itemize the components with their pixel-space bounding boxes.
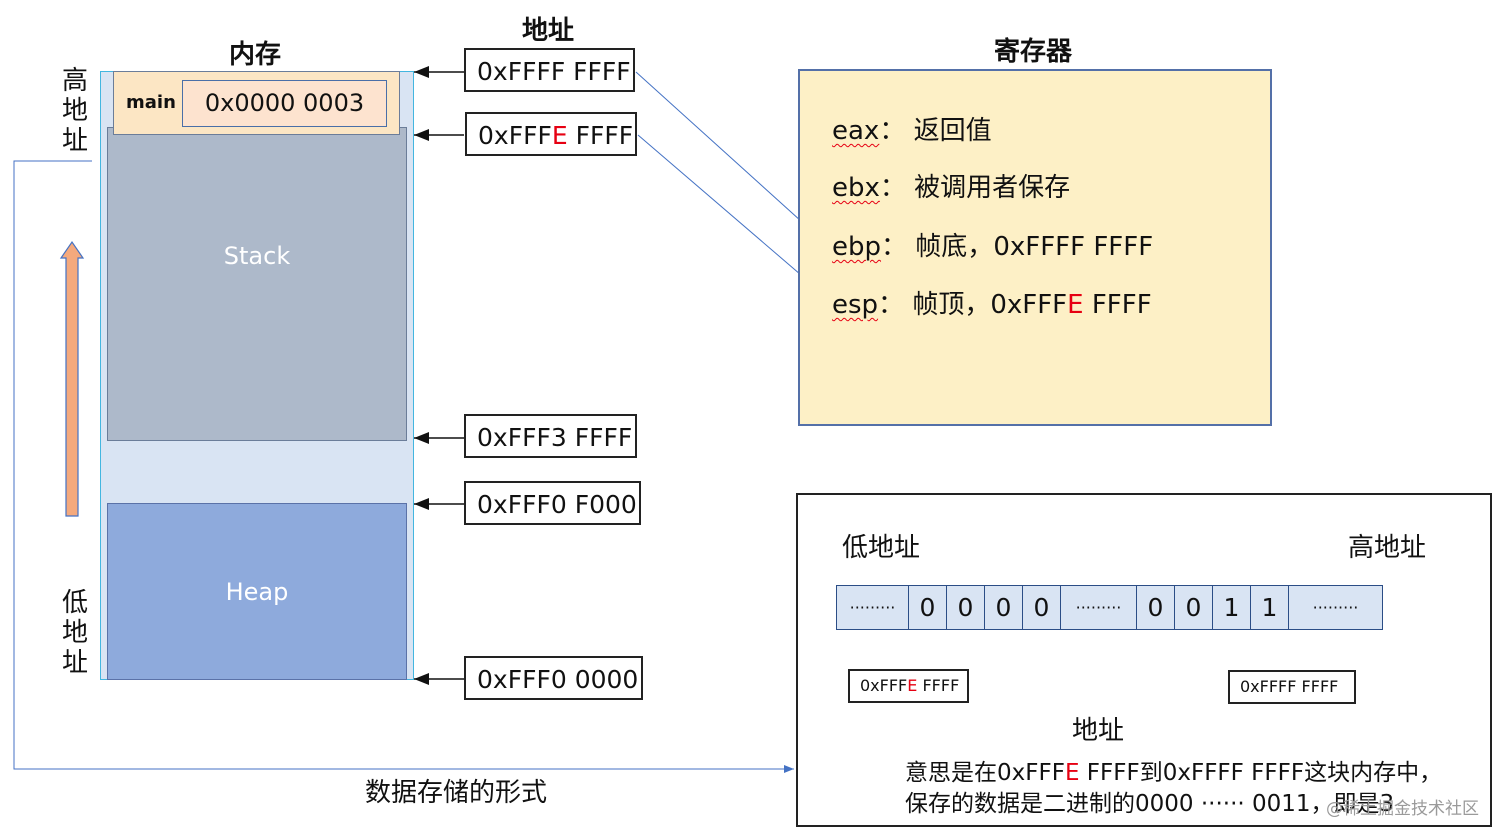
registers-box xyxy=(798,69,1272,426)
low-address-label: 低 地 址 xyxy=(61,588,88,678)
memory-cell: 1 xyxy=(1213,586,1251,629)
high-address-text: 高地址 xyxy=(1348,533,1427,563)
main-frame-value: 0x0000 0003 xyxy=(182,80,387,127)
memory-cell: 1 xyxy=(1251,586,1289,629)
memory-title: 内存 xyxy=(229,40,282,70)
registers-title: 寄存器 xyxy=(994,37,1073,67)
memory-cell: 0 xyxy=(909,586,947,629)
memory-cells: ········· 0 0 0 0 ········· 0 0 1 1 ····… xyxy=(836,585,1383,630)
esp-link-arrow xyxy=(637,134,823,294)
low-address-text: 低地址 xyxy=(842,533,921,563)
memory-cell: ········· xyxy=(1061,586,1137,629)
memory-cell: 0 xyxy=(947,586,985,629)
register-eax: eax： 返回值 xyxy=(832,116,992,146)
address-box: 0xFFF3 FFFF xyxy=(464,414,637,458)
ebp-link-arrow xyxy=(635,71,823,241)
memory-cell: ········· xyxy=(1312,598,1359,617)
memory-cell: 0 xyxy=(1023,586,1061,629)
memory-cell: 0 xyxy=(985,586,1023,629)
watermark: @稀土掘金技术社区 xyxy=(1326,799,1479,819)
high-address-label: 高 地 址 xyxy=(61,66,88,156)
storage-link-arrow xyxy=(13,160,794,773)
memory-cell: 0 xyxy=(1137,586,1175,629)
explanation-line-2: 保存的数据是二进制的0000 ······ 0011，即是3 xyxy=(905,791,1395,817)
address-caption: 地址 xyxy=(1072,716,1125,746)
heap-label: Heap xyxy=(225,578,289,606)
explanation-line-1: 意思是在0xFFFE FFFF到0xFFFF FFFF这块内存中， xyxy=(905,760,1443,786)
register-ebx: ebx： 被调用者保存 xyxy=(832,173,1071,203)
register-ebp: ebp： 帧底，0xFFFF FFFF xyxy=(832,232,1154,262)
stack-label: Stack xyxy=(223,242,291,270)
address-box: 0xFFF0 0000 xyxy=(464,656,643,700)
register-esp: esp： 帧顶，0xFFFE FFFF xyxy=(832,290,1152,320)
growth-up-arrow xyxy=(59,240,85,517)
cell-address-left: 0xFFFE FFFF xyxy=(848,669,969,703)
heap-region: Heap xyxy=(107,503,407,680)
memory-cell: ········· xyxy=(837,586,909,629)
stack-region: Stack xyxy=(107,127,407,441)
address-box: 0xFFFF FFFF xyxy=(464,48,635,92)
address-title: 地址 xyxy=(522,16,575,46)
memory-cell: 0 xyxy=(1175,586,1213,629)
address-box: 0xFFF0 F000 xyxy=(464,481,641,525)
address-box: 0xFFFE FFFF xyxy=(465,112,637,156)
storage-caption: 数据存储的形式 xyxy=(365,778,548,808)
cell-address-right: 0xFFFF FFFF xyxy=(1228,670,1356,704)
storage-format-box xyxy=(796,493,1492,827)
main-frame-label: main xyxy=(126,92,176,113)
